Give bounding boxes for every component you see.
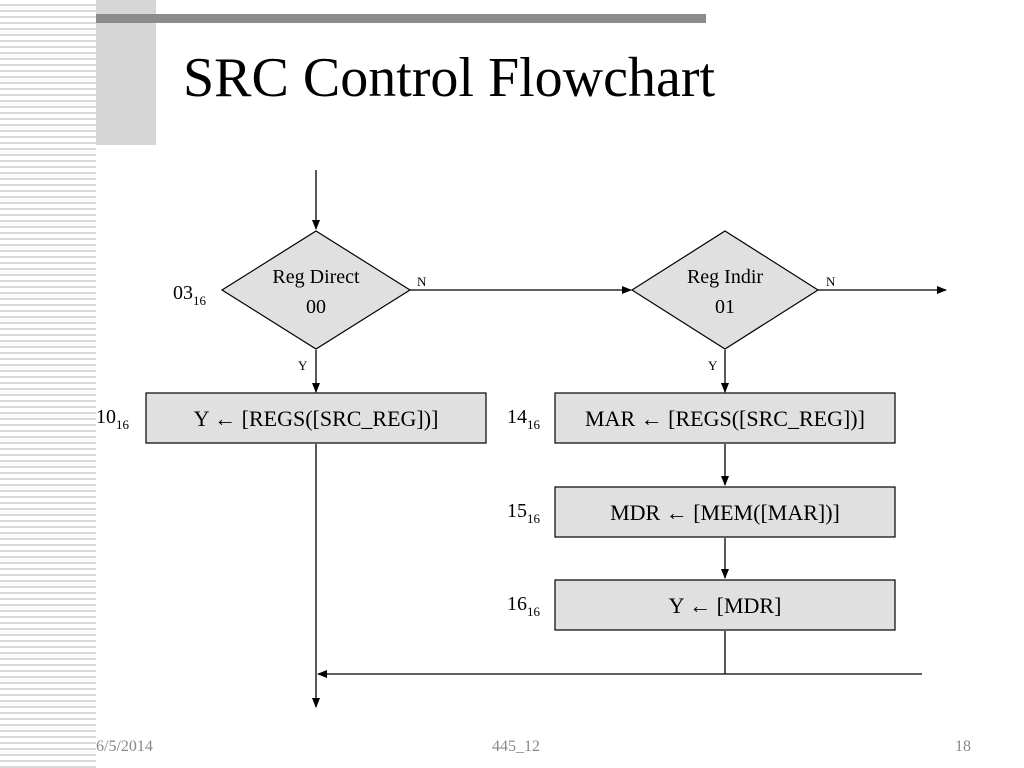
- no-label-reg-direct: N: [417, 274, 427, 289]
- address-15: 1516: [507, 500, 541, 526]
- title-accent-block: [96, 0, 156, 145]
- yes-label-reg-direct: Y: [298, 358, 308, 373]
- title-rule: [96, 14, 706, 23]
- decision-reg-indir: Reg Indir 01: [630, 230, 820, 350]
- decision-reg-indir-line1: Reg Indir: [687, 266, 763, 288]
- address-03: 0316: [173, 282, 207, 308]
- decision-reg-direct: Reg Direct 00: [220, 230, 412, 350]
- left-stripe-decoration: [0, 0, 96, 768]
- step-10-text: Y ← [REGS([SRC_REG])]: [194, 406, 439, 431]
- address-10: 1016: [96, 406, 130, 432]
- no-label-reg-indir: N: [826, 274, 836, 289]
- address-16: 1616: [507, 593, 541, 619]
- step-box-16: Y ← [MDR]: [554, 579, 896, 631]
- decision-reg-direct-line2: 00: [306, 296, 326, 318]
- step-14-text: MAR ← [REGS([SRC_REG])]: [585, 406, 865, 431]
- step-box-15: MDR ← [MEM([MAR])]: [554, 486, 896, 538]
- step-box-10: Y ← [REGS([SRC_REG])]: [145, 392, 487, 444]
- page-number: 18: [955, 738, 971, 755]
- step-box-14: MAR ← [REGS([SRC_REG])]: [554, 392, 896, 444]
- slide-title: SRC Control Flowchart: [183, 47, 716, 109]
- address-14: 1416: [507, 406, 541, 432]
- decision-reg-direct-line1: Reg Direct: [272, 266, 360, 288]
- decision-reg-indir-line2: 01: [715, 296, 735, 318]
- yes-label-reg-indir: Y: [708, 358, 718, 373]
- footer-date: 6/5/2014: [96, 738, 153, 755]
- step-16-text: Y ← [MDR]: [669, 593, 782, 618]
- step-15-text: MDR ← [MEM([MAR])]: [610, 500, 840, 525]
- footer-center: 445_12: [492, 738, 540, 755]
